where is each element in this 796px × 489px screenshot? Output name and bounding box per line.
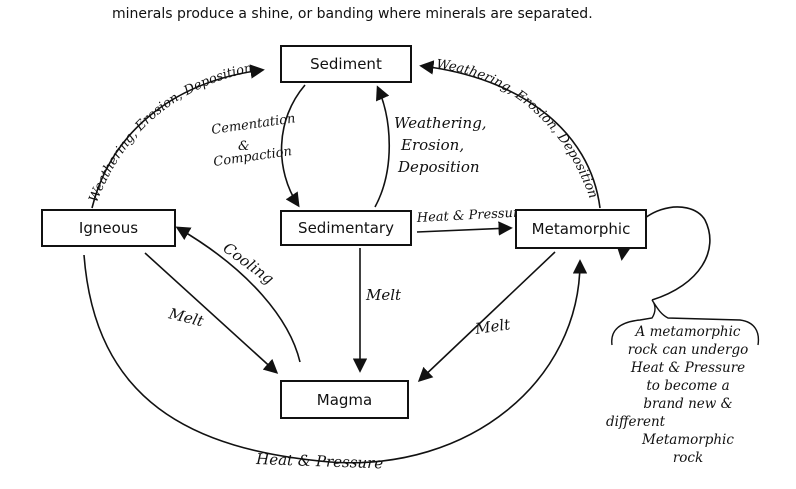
note-line: Heat & Pressure bbox=[630, 360, 746, 376]
label-heat-pressure-bottom: Heat & Pressure bbox=[255, 450, 384, 472]
metamorphic-note: A metamorphic rock can undergo Heat & Pr… bbox=[598, 323, 778, 467]
label-melt-left: Melt bbox=[166, 304, 206, 330]
note-line: brand new & bbox=[643, 396, 733, 412]
label-cementation-and: & bbox=[238, 139, 250, 154]
label-weathering-mid-1: Weathering, bbox=[394, 114, 487, 132]
label-weathering-mid-2: Erosion, bbox=[400, 136, 464, 154]
arrow-sediment-to-sedimentary bbox=[280, 84, 306, 208]
node-metamorphic: Metamorphic bbox=[515, 209, 647, 249]
note-bracket bbox=[611, 299, 760, 346]
note-line: rock bbox=[672, 450, 704, 466]
intro-line-2: minerals produce a shine, or banding whe… bbox=[112, 6, 593, 22]
note-line: different bbox=[606, 414, 666, 430]
note-line: to become a bbox=[646, 378, 730, 394]
arrow-igneous-to-metamorphic bbox=[83, 254, 588, 464]
arrow-magma-to-igneous bbox=[175, 226, 301, 363]
arrow-igneous-to-sediment bbox=[91, 64, 265, 209]
arrow-metamorphic-to-sediment bbox=[419, 60, 601, 209]
node-igneous: Igneous bbox=[41, 209, 176, 247]
node-sediment: Sediment bbox=[280, 45, 412, 83]
arrow-metamorphic-to-magma bbox=[417, 251, 556, 382]
note-line: rock can undergo bbox=[627, 342, 749, 358]
label-weathering-mid-3: Deposition bbox=[397, 158, 480, 176]
arrow-sedimentary-to-metamorphic bbox=[416, 221, 513, 236]
arrow-igneous-to-magma bbox=[144, 252, 279, 374]
label-melt-mid: Melt bbox=[365, 286, 402, 304]
note-line: A metamorphic bbox=[635, 324, 741, 340]
note-line: Metamorphic bbox=[642, 432, 734, 448]
arrow-sedimentary-to-sediment bbox=[374, 85, 391, 208]
label-heat-pressure-top: Heat & Pressure bbox=[415, 205, 527, 226]
node-sedimentary: Sedimentary bbox=[280, 210, 412, 246]
label-compaction: Compaction bbox=[212, 144, 292, 170]
label-melt-right: Melt bbox=[473, 315, 512, 338]
node-magma: Magma bbox=[280, 380, 409, 419]
